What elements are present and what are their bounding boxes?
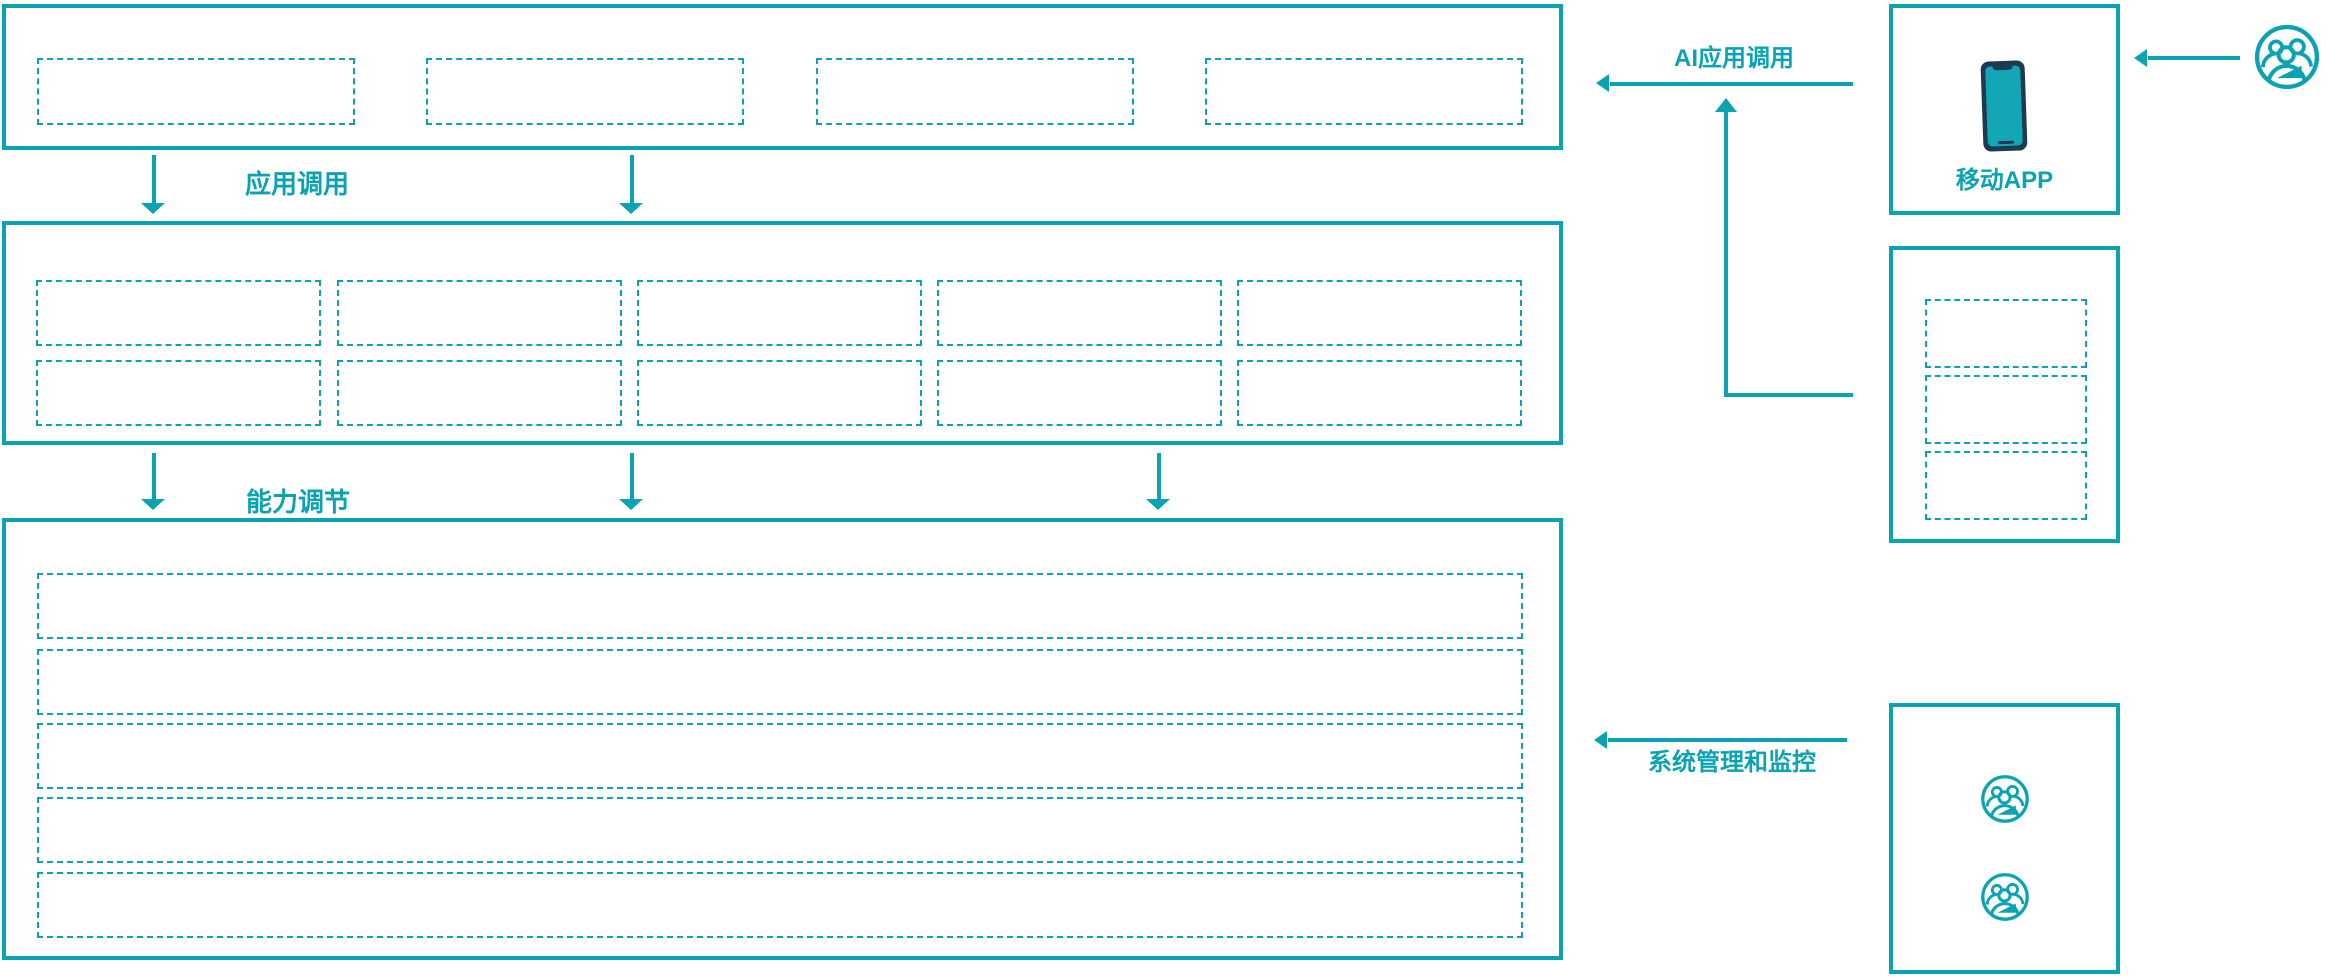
capability-adjust-arrowhead	[619, 499, 643, 510]
capability-adjust-label: 能力调节	[246, 487, 351, 517]
placeholder-box	[337, 360, 622, 426]
platform-layer-box	[2, 518, 1563, 960]
users-group-icon	[2252, 22, 2322, 92]
app-call-arrow-stem	[152, 155, 156, 203]
smartphone-icon	[1979, 59, 2028, 153]
users-group-icon	[1979, 871, 2031, 923]
app-call-arrowhead	[141, 203, 165, 214]
placeholder-box	[937, 360, 1222, 426]
app-call-label: 应用调用	[245, 169, 350, 199]
placeholder-box	[637, 280, 922, 346]
open-platform-connector-vertical	[1724, 112, 1728, 395]
application-layer-box	[2, 4, 1563, 150]
capability-adjust-arrowhead	[1146, 499, 1170, 510]
capability-adjust-arrow-stem	[1157, 453, 1161, 499]
capability-adjust-arrow-stem	[152, 453, 156, 499]
system-mgmt-arrow-line	[1608, 738, 1847, 742]
capability-adjust-arrow-stem	[630, 453, 634, 499]
placeholder-box	[637, 360, 922, 426]
placeholder-box	[426, 58, 744, 125]
open-platform-arrowhead	[1715, 98, 1737, 112]
operations-box	[1889, 703, 2120, 974]
placeholder-box	[1925, 451, 2087, 520]
placeholder-row	[37, 723, 1523, 789]
placeholder-row	[37, 797, 1523, 863]
placeholder-box	[816, 58, 1134, 125]
placeholder-row	[37, 872, 1523, 938]
capability-adjust-arrowhead	[141, 499, 165, 510]
ai-app-call-arrowhead	[1596, 74, 1609, 92]
mobile-app-box: 移动APP	[1889, 4, 2120, 215]
system-mgmt-arrowhead	[1594, 731, 1607, 749]
placeholder-box	[1237, 360, 1522, 426]
placeholder-row	[37, 573, 1523, 639]
placeholder-box	[1925, 375, 2087, 444]
app-call-arrowhead	[619, 203, 643, 214]
user-to-app-arrowhead	[2134, 49, 2147, 67]
app-call-arrow-stem	[630, 155, 634, 203]
ai-app-call-label: AI应用调用	[1674, 45, 1794, 72]
mobile-app-label: 移动APP	[1955, 167, 2054, 194]
system-mgmt-label: 系统管理和监控	[1648, 749, 1816, 776]
capability-layer-box	[2, 221, 1563, 445]
placeholder-box	[37, 58, 355, 125]
ai-app-call-arrow-line	[1610, 82, 1853, 86]
placeholder-box	[1205, 58, 1523, 125]
open-platform-connector-horizontal	[1724, 393, 1853, 397]
placeholder-box	[1925, 299, 2087, 368]
placeholder-box	[337, 280, 622, 346]
placeholder-box	[1237, 280, 1522, 346]
user-to-app-arrow-line	[2148, 56, 2240, 60]
placeholder-row	[37, 649, 1523, 715]
placeholder-box	[937, 280, 1222, 346]
placeholder-box	[36, 280, 321, 346]
placeholder-box	[36, 360, 321, 426]
open-platform-box	[1889, 246, 2120, 543]
users-group-icon	[1979, 773, 2031, 825]
